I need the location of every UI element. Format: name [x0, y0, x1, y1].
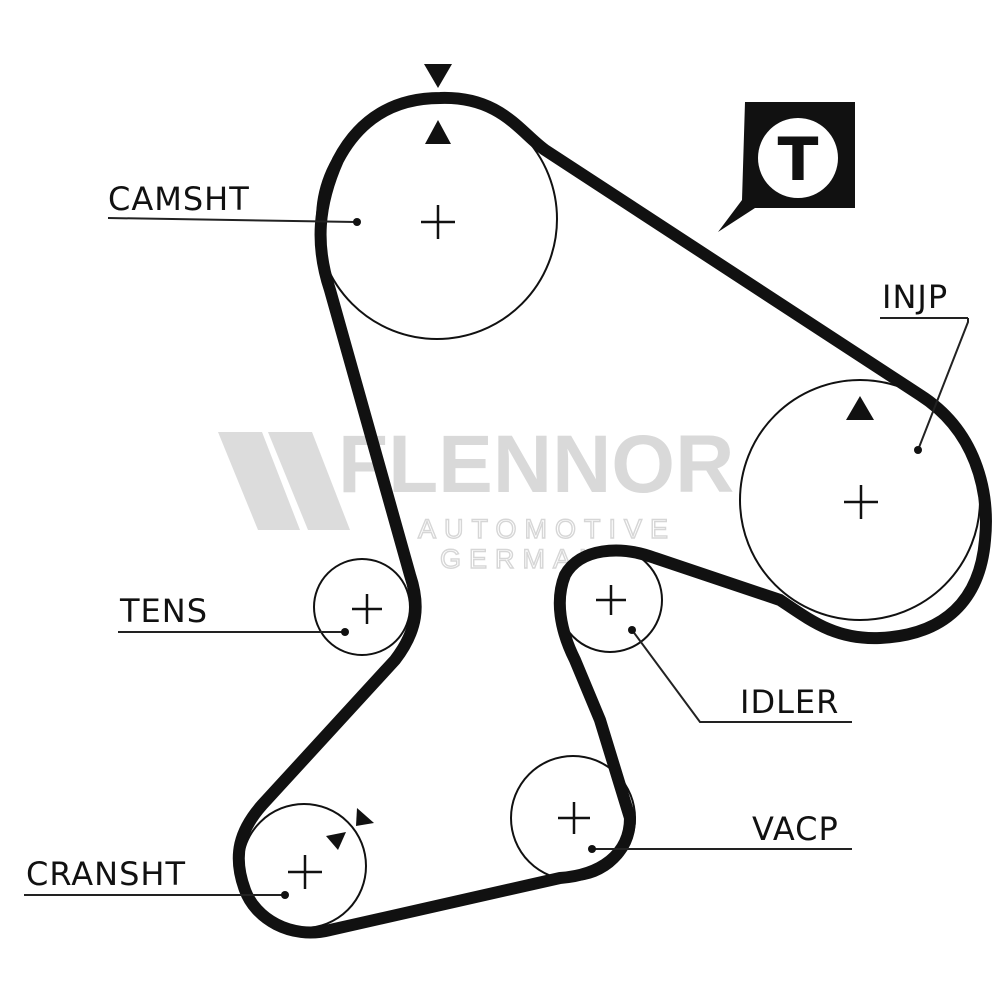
crankshaft-label: CRANSHT — [26, 855, 186, 893]
idler-label: IDLER — [740, 683, 839, 721]
injection-pump-leader — [917, 318, 969, 451]
timing-belt — [232, 91, 992, 939]
camshaft-center-mark — [421, 205, 455, 239]
tensioner-label: TENS — [119, 592, 208, 630]
camshaft-leader — [107, 217, 357, 223]
crankshaft-timing-mark-inner — [326, 832, 346, 850]
injection-pump-label: INJP — [882, 278, 948, 316]
watermark-logo-mark — [218, 432, 300, 530]
watermark-line1: AUTOMOTIVE — [418, 514, 676, 544]
camshaft-label: CAMSHT — [108, 180, 250, 218]
watermark: FLENNOR ® AUTOMOTIVE GERMANY — [218, 419, 774, 575]
t-badge-letter: T — [778, 125, 819, 195]
crankshaft-leader-dot — [281, 891, 289, 899]
vacuum-pump-center-mark — [558, 802, 590, 834]
camshaft-timing-mark-bottom — [425, 120, 451, 144]
injection-pump-center-mark — [844, 485, 878, 519]
tensioner-center-mark — [352, 594, 382, 624]
t-badge: T — [718, 102, 855, 232]
injection-pump-timing-mark — [846, 396, 874, 420]
tensioner-pulley — [313, 558, 411, 656]
idler-center-mark — [596, 585, 626, 615]
crankshaft-center-mark — [288, 855, 322, 889]
tensioner-leader-dot — [341, 628, 349, 636]
camshaft-leader-dot — [353, 218, 361, 226]
idler-leader — [631, 629, 852, 723]
vacuum-pump-label: VACP — [752, 810, 839, 848]
watermark-logo-mark-2 — [268, 432, 350, 530]
injection-pump-leader-dot — [914, 446, 922, 454]
watermark-brand: FLENNOR — [338, 419, 734, 510]
idler-leader-dot — [628, 626, 636, 634]
vacuum-pump-leader-dot — [588, 845, 596, 853]
crankshaft-timing-mark-outer — [356, 808, 374, 826]
camshaft-timing-mark-top — [424, 64, 452, 88]
